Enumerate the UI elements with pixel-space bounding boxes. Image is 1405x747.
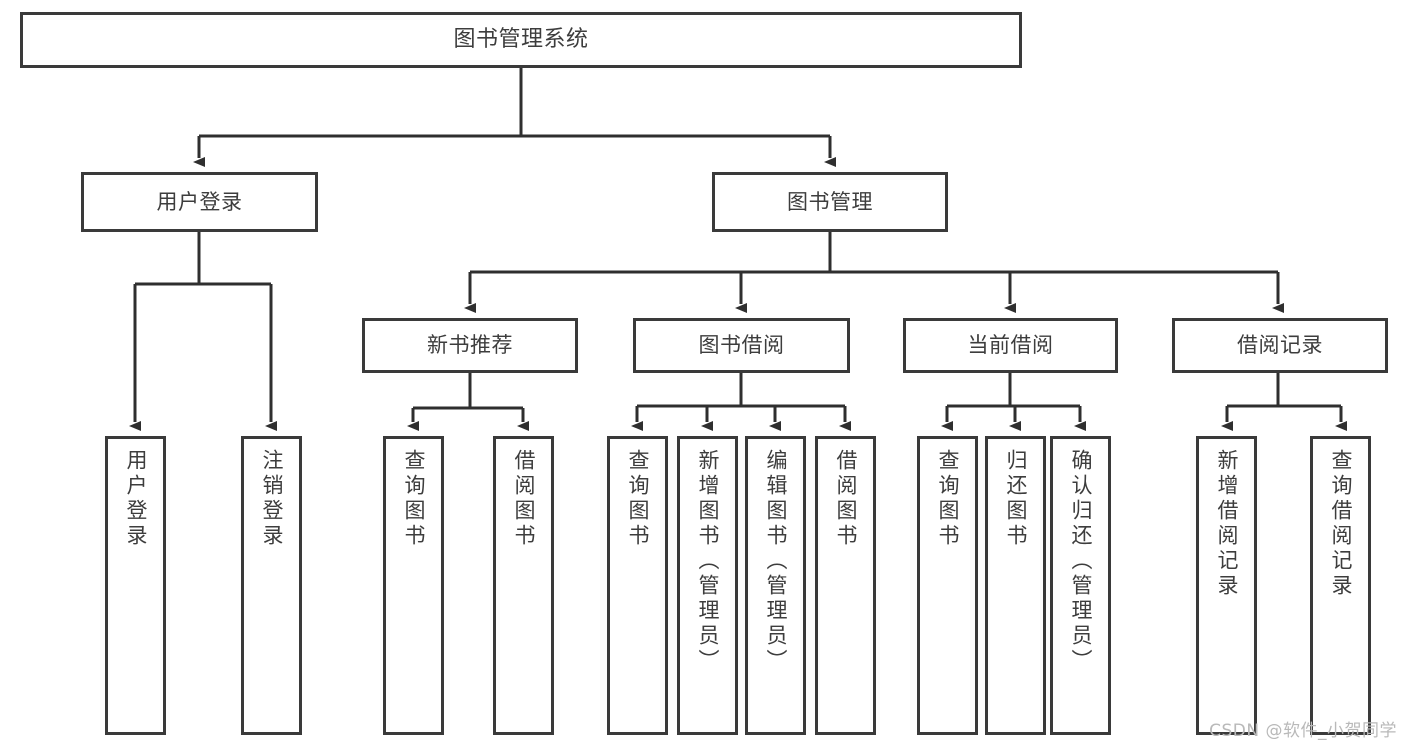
leaf-query-book-1-label: 查询图书 — [402, 449, 426, 549]
node-user-login-label: 用户登录 — [156, 189, 243, 214]
leaf-edit-book[interactable]: 编辑图书（管理员） — [745, 436, 806, 735]
leaf-borrow-book-2-label: 借阅图书 — [834, 449, 858, 549]
leaf-query-book-3-label: 查询图书 — [936, 449, 960, 549]
leaf-return-book-label: 归还图书 — [1004, 449, 1028, 549]
leaf-confirm-return[interactable]: 确认归还（管理员） — [1050, 436, 1111, 735]
leaf-user-login[interactable]: 用户登录 — [105, 436, 166, 735]
node-book-management-label: 图书管理 — [787, 189, 873, 214]
node-book-management[interactable]: 图书管理 — [712, 172, 948, 232]
leaf-confirm-return-label: 确认归还（管理员） — [1069, 449, 1093, 674]
leaf-add-record[interactable]: 新增借阅记录 — [1196, 436, 1257, 735]
leaf-query-book-2-label: 查询图书 — [626, 449, 650, 549]
leaf-logout-login[interactable]: 注销登录 — [241, 436, 302, 735]
node-borrow-record[interactable]: 借阅记录 — [1172, 318, 1388, 373]
leaf-add-record-label: 新增借阅记录 — [1215, 449, 1239, 599]
leaf-add-book[interactable]: 新增图书（管理员） — [677, 436, 738, 735]
watermark-text: CSDN @软件_小贺同学 — [1209, 721, 1397, 741]
node-root[interactable]: 图书管理系统 — [20, 12, 1022, 68]
leaf-query-record-label: 查询借阅记录 — [1329, 449, 1353, 599]
leaf-edit-book-label: 编辑图书（管理员） — [764, 449, 788, 674]
node-root-label: 图书管理系统 — [453, 27, 589, 53]
leaf-query-record[interactable]: 查询借阅记录 — [1310, 436, 1371, 735]
node-user-login[interactable]: 用户登录 — [81, 172, 318, 232]
leaf-borrow-book-1-label: 借阅图书 — [512, 449, 536, 549]
node-new-book-recommend-label: 新书推荐 — [427, 333, 513, 358]
leaf-return-book[interactable]: 归还图书 — [985, 436, 1046, 735]
leaf-user-login-label: 用户登录 — [124, 449, 148, 549]
leaf-logout-login-label: 注销登录 — [260, 449, 284, 549]
node-borrow-record-label: 借阅记录 — [1237, 333, 1323, 358]
node-current-borrow[interactable]: 当前借阅 — [903, 318, 1118, 373]
leaf-add-book-label: 新增图书（管理员） — [696, 449, 720, 674]
node-new-book-recommend[interactable]: 新书推荐 — [362, 318, 578, 373]
leaf-borrow-book-1[interactable]: 借阅图书 — [493, 436, 554, 735]
leaf-query-book-2[interactable]: 查询图书 — [607, 436, 668, 735]
node-book-borrow[interactable]: 图书借阅 — [633, 318, 850, 373]
node-current-borrow-label: 当前借阅 — [967, 333, 1054, 358]
leaf-query-book-3[interactable]: 查询图书 — [917, 436, 978, 735]
node-book-borrow-label: 图书借阅 — [698, 333, 785, 358]
leaf-borrow-book-2[interactable]: 借阅图书 — [815, 436, 876, 735]
leaf-query-book-1[interactable]: 查询图书 — [383, 436, 444, 735]
